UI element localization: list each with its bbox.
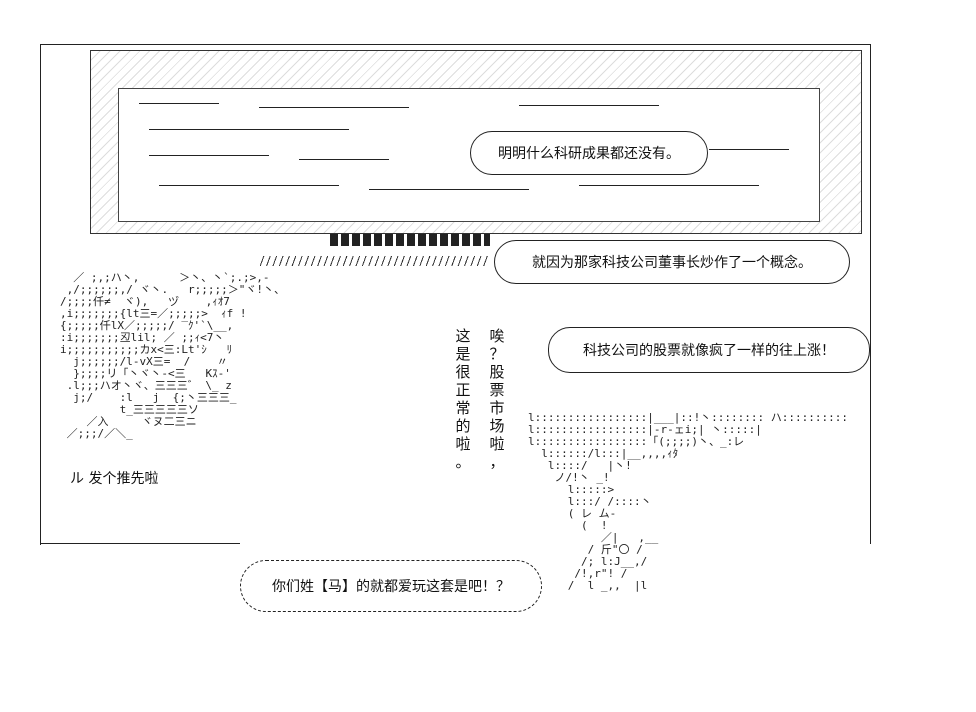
vchar: 场 <box>489 417 505 435</box>
speech-bubble-stock: 科技公司的股票就像疯了一样的往上涨！ <box>548 327 870 373</box>
vchar: 啦 <box>489 435 505 453</box>
banner-bar <box>330 234 490 246</box>
screen-line <box>299 159 389 160</box>
vertical-text-left: 这 是 很 正 常 的 啦 。 <box>454 327 472 471</box>
screen-line <box>579 185 759 186</box>
vchar: 唉 <box>489 327 505 345</box>
vchar: 是 <box>455 345 471 363</box>
vchar: 股 <box>489 363 505 381</box>
bubble-text: 就因为那家科技公司董事长炒作了一个概念。 <box>532 255 812 271</box>
screen-line <box>369 189 529 190</box>
speech-bubble-bottom: 你们姓【马】的就都爱玩这套是吧！？ <box>240 560 542 612</box>
vchar: 正 <box>455 381 471 399</box>
right-character-art: l:::::::::::::::::|___|::!丶:::::::: ハ:::… <box>528 411 849 592</box>
vchar: 。 <box>455 453 471 471</box>
vchar: 市 <box>489 399 505 417</box>
outer-frame <box>40 44 871 545</box>
vchar: 啦 <box>455 435 471 453</box>
tv-screen <box>118 88 820 222</box>
screen-line <box>149 155 269 156</box>
vertical-text-right: 唉 ？ 股 票 市 场 啦 ， <box>488 327 506 471</box>
screen-line <box>259 107 409 108</box>
shout-text: ル 发个推先啦 <box>70 471 159 487</box>
speech-bubble-chairman: 就因为那家科技公司董事长炒作了一个概念。 <box>494 240 850 284</box>
vchar: ？ <box>489 345 505 363</box>
hatched-strip <box>258 256 488 266</box>
vchar: 的 <box>455 417 471 435</box>
speech-bubble-top: 明明什么科研成果都还没有。 <box>470 131 708 175</box>
bubble-text: 明明什么科研成果都还没有。 <box>498 146 680 162</box>
vchar: 常 <box>455 399 471 417</box>
screen-line <box>159 185 339 186</box>
bubble-text: 你们姓【马】的就都爱玩这套是吧！？ <box>272 579 510 595</box>
vchar: 这 <box>455 327 471 345</box>
screen-line <box>519 105 659 106</box>
left-character-art: ／ ;,;ハ丶, ＞丶、丶`;.;>,- ,/;;;;;;,/ ヾ丶. r;;;… <box>60 271 285 440</box>
screen-line <box>149 129 349 130</box>
vchar: 票 <box>489 381 505 399</box>
outer-frame-right-edge <box>870 44 871 544</box>
bubble-text: 科技公司的股票就像疯了一样的往上涨！ <box>583 343 835 359</box>
vchar: ， <box>489 453 505 471</box>
screen-line <box>709 149 789 150</box>
vchar: 很 <box>455 363 471 381</box>
outer-frame-bottom-edge <box>40 543 240 544</box>
screen-line <box>139 103 219 104</box>
